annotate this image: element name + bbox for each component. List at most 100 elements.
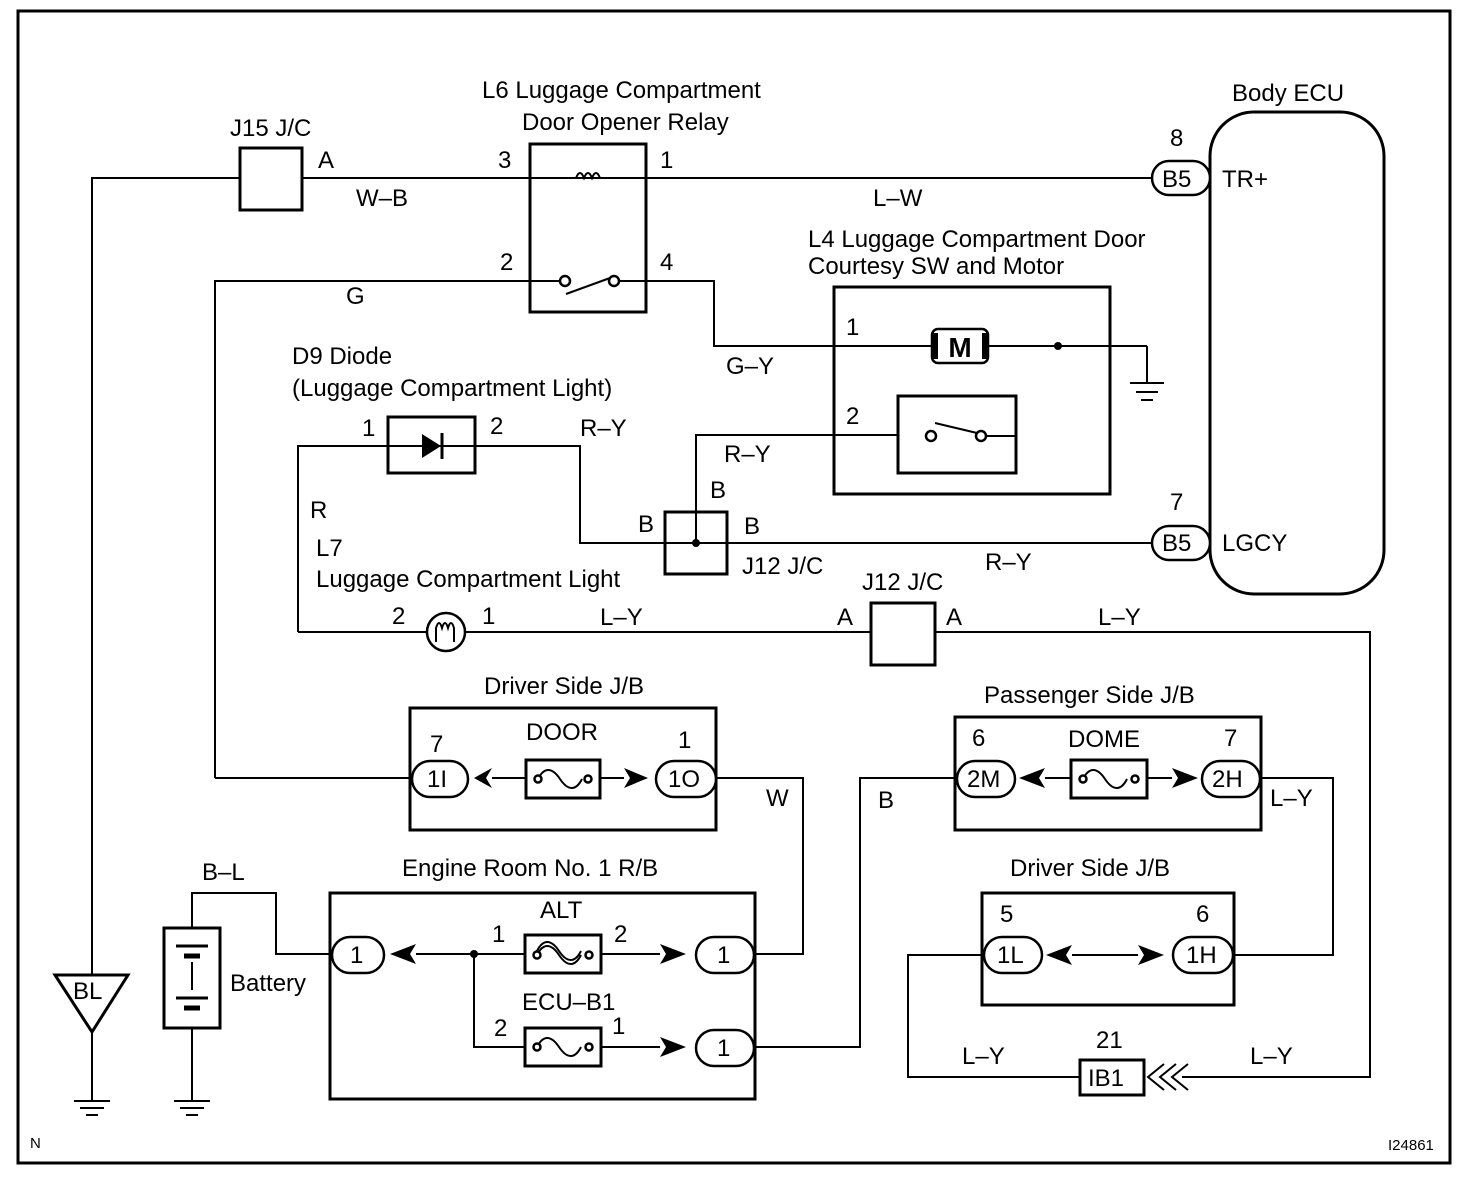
d9-diode: D9 Diode (Luggage Compartment Light) 1 2… (292, 343, 771, 524)
fuse-ecu-b1-label: ECU–B1 (522, 989, 615, 1016)
fuse-alt-label: ALT (540, 897, 583, 924)
j15-pin: A (318, 147, 334, 174)
fuse-alt-pin-2: 2 (614, 921, 627, 948)
passenger-jb-pin-7: 7 (1224, 725, 1237, 752)
bl-ground-point: BL (52, 973, 131, 1116)
wire-color-ry-c: R–Y (985, 549, 1032, 576)
j12-junction-lower: J12 J/C A A L–Y (837, 569, 1141, 667)
battery: B–L Battery (162, 859, 306, 1116)
fuse-ecu-b1-pin-2: 2 (494, 1015, 507, 1042)
j12-label-upper: J12 J/C (742, 553, 823, 580)
driver-jb-title: Driver Side J/B (484, 673, 644, 700)
d9-title-2: (Luggage Compartment Light) (292, 375, 612, 402)
ecu-terminal-trp: TR+ (1222, 166, 1268, 193)
fuse-alt-icon (536, 941, 582, 965)
engine-room-title: Engine Room No. 1 R/B (402, 855, 658, 882)
ground-icon (1130, 382, 1164, 401)
ib1-pin-21: 21 (1096, 1027, 1123, 1054)
j12-pin-b-left: B (638, 511, 654, 538)
l4-switch-motor: M L4 Luggage Compartment Door Courtesy S… (726, 226, 1164, 496)
l7-pin-2: 2 (392, 603, 405, 630)
ecu-conn-b5-bottom: B5 (1162, 530, 1191, 557)
l4-title-1: L4 Luggage Compartment Door (808, 226, 1146, 253)
wire-color-ly-b: L–Y (1098, 604, 1141, 631)
j12-label-lower: J12 J/C (862, 569, 943, 596)
wire-color-lw: L–W (873, 185, 923, 212)
d9-pin-2: 2 (490, 413, 503, 440)
motor-label: M (948, 332, 971, 363)
ecu-terminal-lgcy: LGCY (1222, 530, 1287, 557)
j15-label: J15 J/C (230, 115, 311, 142)
body-ecu: Body ECU 8 B5 TR+ 7 B5 LGCY (1150, 80, 1386, 596)
wire-color-g: G (346, 283, 365, 310)
fuse-dome-icon (1082, 769, 1128, 789)
battery-label: Battery (230, 970, 306, 997)
ecu-pin-8: 8 (1170, 125, 1183, 152)
fuse-dome-label: DOME (1068, 726, 1140, 753)
engine-room-conn-1-ecu: 1 (717, 1035, 730, 1062)
ib1-connector: IB1 21 L–Y L–Y (962, 1027, 1293, 1097)
l7-title-1: L7 (316, 535, 343, 562)
l4-pin-2: 2 (846, 403, 859, 430)
passenger-jb-conn-2m: 2M (967, 766, 1000, 793)
driver-jb-lower-pin-5: 5 (1000, 901, 1013, 928)
fuse-door-label: DOOR (526, 719, 598, 746)
driver-jb-pin-7: 7 (430, 731, 443, 758)
wire-color-ly-a: L–Y (600, 604, 643, 631)
fuse-ecu-b1-pin-1: 1 (612, 1013, 625, 1040)
passenger-jb-conn-2h: 2H (1212, 766, 1243, 793)
wire-color-ry-a: R–Y (580, 415, 627, 442)
diode-icon (422, 434, 441, 458)
j12-junction-upper: B B B J12 J/C R–Y (638, 477, 1032, 580)
wire-color-w: W (766, 785, 789, 812)
fuse-alt-pin-1: 1 (492, 921, 505, 948)
j12-pin-a-right: A (946, 604, 962, 631)
ecu-pin-7: 7 (1170, 489, 1183, 516)
driver-jb-lower-title: Driver Side J/B (1010, 855, 1170, 882)
l7-title-2: Luggage Compartment Light (316, 566, 621, 593)
driver-jb-lower-pin-6: 6 (1196, 901, 1209, 928)
wire-color-ry-b: R–Y (724, 441, 771, 468)
wire-color-wb: W–B (356, 185, 408, 212)
figure-id: I24861 (1388, 1137, 1434, 1154)
bl-ground-icon (74, 1100, 110, 1116)
relay-title-1: L6 Luggage Compartment (482, 77, 761, 104)
engine-room-conn-1-left: 1 (350, 942, 363, 969)
wire-color-ly-d: L–Y (1250, 1043, 1293, 1070)
relay-pin-2: 2 (500, 249, 513, 276)
diagram-frame (16, 9, 1452, 1165)
wire-color-ly-c: L–Y (962, 1043, 1005, 1070)
l6-relay: L6 Luggage Compartment Door Opener Relay… (346, 77, 923, 314)
ecu-conn-b5-top: B5 (1162, 166, 1191, 193)
wire-color-bl: B–L (202, 859, 245, 886)
wire-color-r: R (310, 497, 327, 524)
relay-pin-3: 3 (498, 147, 511, 174)
j15-junction: J15 J/C A W–B (230, 115, 408, 212)
l4-title-2: Courtesy SW and Motor (808, 253, 1064, 280)
driver-jb-lower-conn-1h: 1H (1186, 942, 1217, 969)
engine-room-conn-1-alt: 1 (717, 942, 730, 969)
driver-jb-lower: Driver Side J/B 5 6 1L 1H (980, 855, 1236, 1007)
fuse-door-icon (537, 769, 583, 789)
bl-ground-label: BL (73, 978, 102, 1005)
relay-title-2: Door Opener Relay (522, 109, 729, 136)
relay-pin-1: 1 (660, 147, 673, 174)
ecu-title: Body ECU (1232, 80, 1344, 107)
relay-pin-4: 4 (660, 249, 673, 276)
wire-color-ly-pjb: L–Y (1270, 785, 1313, 812)
passenger-jb: Passenger Side J/B 6 7 2M DOME 2H B L–Y (878, 682, 1313, 832)
j12-pin-a-left: A (837, 604, 853, 631)
relay-coil-icon (575, 172, 601, 181)
ib1-label: IB1 (1088, 1065, 1124, 1092)
driver-jb-conn-1i: 1I (427, 766, 447, 793)
passenger-jb-pin-6: 6 (972, 725, 985, 752)
engine-room-rb: Engine Room No. 1 R/B 1 ALT 1 2 1 ECU–B1… (328, 855, 757, 1101)
fuse-ecu-b1-icon (536, 1037, 582, 1057)
j12-pin-b-right: B (744, 513, 760, 540)
driver-jb-pin-1: 1 (678, 727, 691, 754)
wire-color-b-pjb: B (878, 787, 894, 814)
l7-pin-1: 1 (482, 603, 495, 630)
driver-jb-conn-1o: 1O (668, 766, 700, 793)
driver-jb-door: Driver Side J/B 7 1 1I DOOR 1O W (408, 673, 789, 832)
